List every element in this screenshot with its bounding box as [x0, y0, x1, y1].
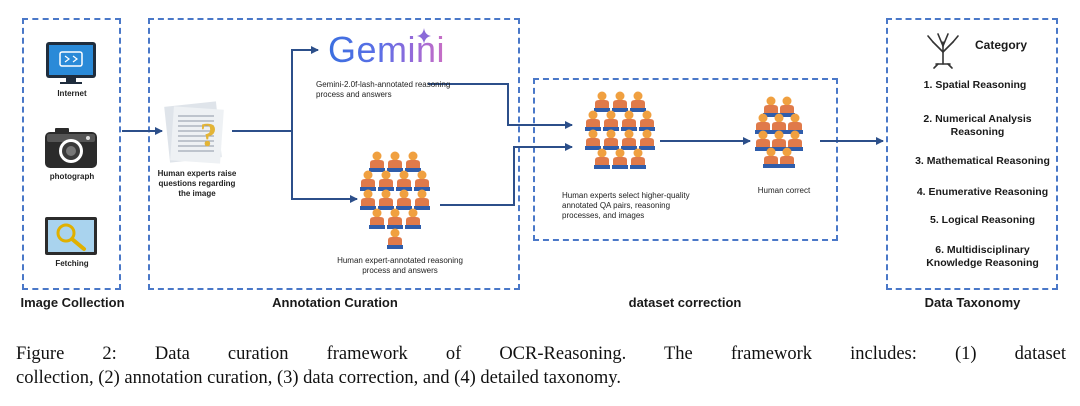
taxonomy-item-3: 3. Mathematical Reasoning [915, 155, 1050, 167]
monitor-icon [46, 42, 96, 84]
gemini-logo: Gemini [328, 29, 446, 70]
human-annotators-group [360, 151, 430, 249]
image-collection-panel [22, 18, 121, 290]
taxonomy-item-6: 6. Multidisciplinary Knowledge Reasoning [926, 244, 1039, 269]
svg-text:?: ? [200, 117, 217, 154]
taxonomy-item-1: 1. Spatial Reasoning [923, 79, 1027, 91]
source-label-fetching: Fetching [55, 259, 89, 268]
human-correct-caption: Human correct [757, 186, 811, 195]
image-collection-title: Image Collection [20, 295, 125, 310]
annotation-curation-title: Annotation Curation [272, 295, 398, 310]
source-label-internet: Internet [57, 89, 87, 98]
expert-select-caption: Human experts select higher-quality anno… [562, 191, 690, 220]
taxonomy-tree-icon [927, 33, 959, 69]
source-label-photograph: photograph [49, 172, 95, 181]
figure-caption-line-1: Figure 2: Data curation framework of OCR… [16, 344, 1066, 364]
dataset-correction-panel [533, 78, 838, 241]
taxonomy-item-4: 4. Enumerative Reasoning [916, 186, 1049, 198]
human-annotation-caption: Human expert-annotated reasoning process… [337, 256, 463, 275]
gemini-sparkle-icon [417, 28, 431, 44]
papers-question-icon: ? [164, 101, 224, 164]
dataset-correction-title: dataset correction [628, 295, 742, 310]
expert-question-caption: Human experts raise questions regarding … [157, 169, 237, 198]
data-taxonomy-panel [886, 18, 1058, 290]
gemini-caption: Gemini-2.0f-lash-annotated reasoning pro… [316, 80, 451, 99]
annotation-curation-panel [148, 18, 520, 290]
magnifier-icon [45, 217, 97, 255]
expert-selectors-group [585, 91, 655, 169]
data-taxonomy-title: Data Taxonomy [924, 295, 1021, 310]
flow-arrows [122, 46, 884, 206]
taxonomy-item-2: 2. Numerical Analysis Reasoning [923, 113, 1032, 138]
taxonomy-item-5: 5. Logical Reasoning [929, 214, 1036, 226]
figure-caption-line-2: collection, (2) annotation curation, (3)… [16, 368, 621, 388]
camera-icon [45, 128, 97, 168]
human-correct-group [755, 96, 803, 168]
taxonomy-header: Category [975, 38, 1028, 52]
